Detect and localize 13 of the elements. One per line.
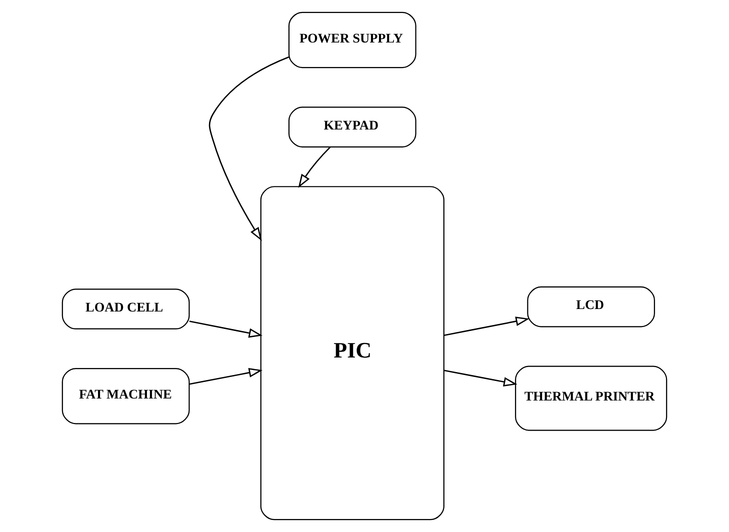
node-box: PIC [260, 186, 444, 520]
arrow [189, 368, 263, 385]
node-box: FAT MACHINE [62, 368, 190, 424]
node-box: KEYPAD [288, 106, 416, 148]
arrow [444, 370, 518, 387]
node-box: THERMAL PRINTER [515, 366, 668, 431]
node-box: POWER SUPPLY [288, 12, 416, 68]
node-box: LCD [527, 286, 656, 328]
arrow [208, 56, 290, 242]
node-box: LOAD CELL [62, 288, 190, 330]
arrow [444, 316, 530, 336]
arrow [189, 320, 263, 338]
arrow [298, 146, 331, 188]
